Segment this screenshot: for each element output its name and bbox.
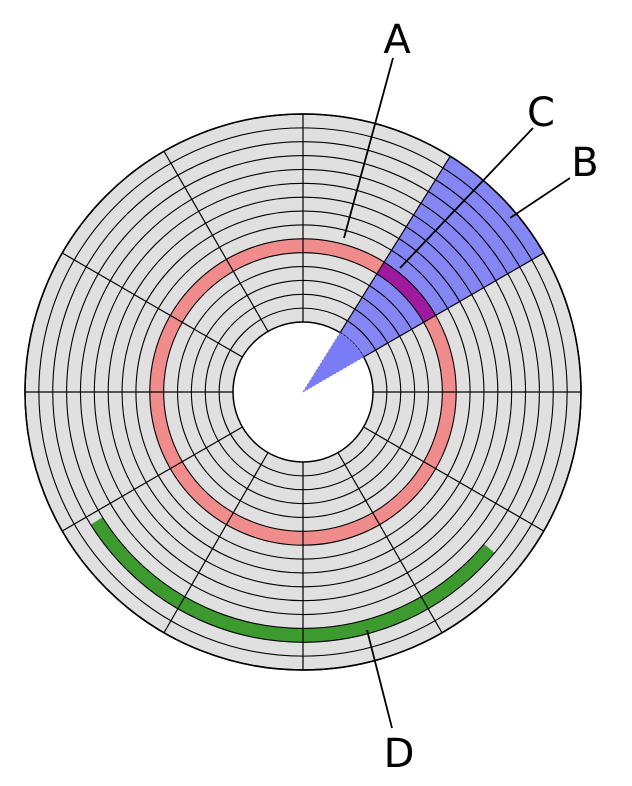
leader-line-c	[399, 127, 534, 269]
leader-line-a	[343, 57, 394, 239]
sector-divider	[163, 452, 269, 634]
sector-divider	[163, 150, 269, 332]
cluster-highlight	[90, 517, 495, 643]
label-a: A	[383, 17, 411, 63]
sector-divider	[337, 452, 443, 634]
track-sector-intersection	[376, 262, 436, 323]
sector-divider	[363, 426, 545, 532]
label-c: C	[527, 90, 555, 136]
label-d: D	[384, 731, 415, 777]
label-b: B	[571, 140, 598, 186]
sector-divider	[363, 252, 545, 358]
sector-apex	[302, 331, 365, 393]
sector-divider	[61, 426, 243, 532]
sector-divider	[61, 252, 243, 358]
sector-highlight	[340, 156, 544, 357]
leader-line-b	[509, 177, 571, 219]
leader-lines	[343, 57, 571, 729]
sector-dividers	[25, 114, 581, 670]
sector-divider	[339, 155, 451, 333]
leader-line-d	[366, 629, 393, 729]
